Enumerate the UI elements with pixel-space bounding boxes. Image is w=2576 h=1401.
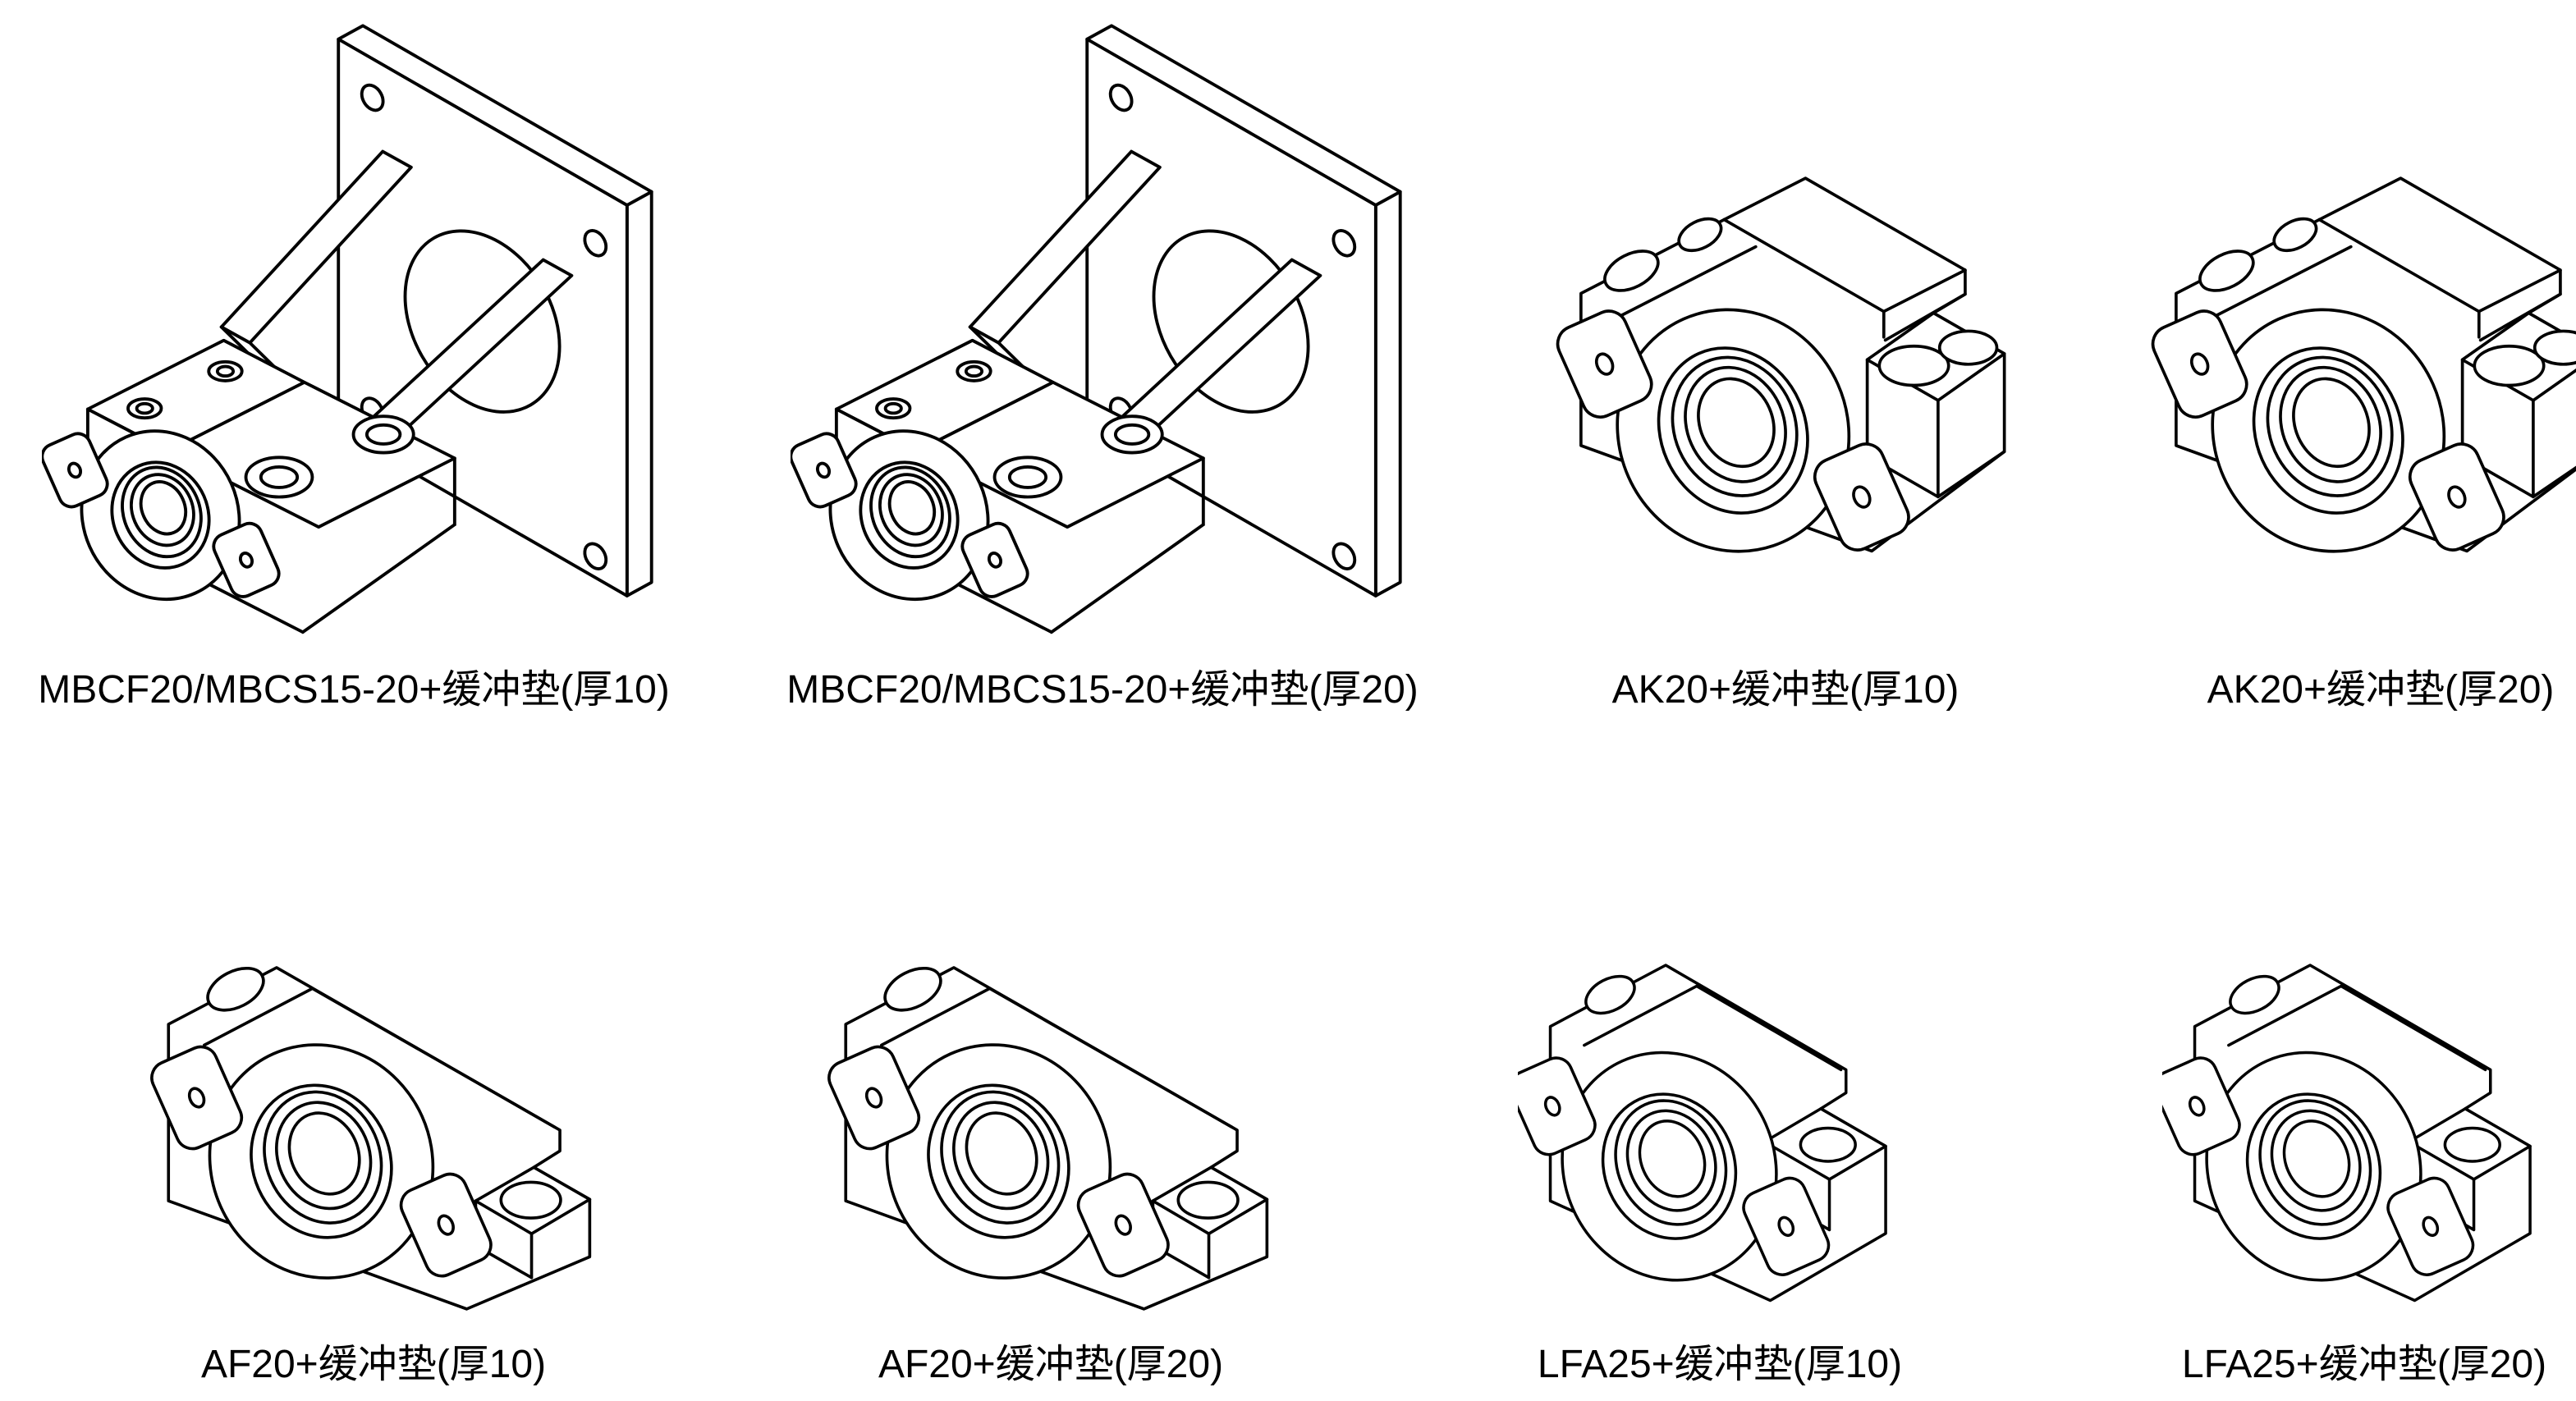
figure-mbcf-pad10: MBCF20/MBCS15-20+缓冲垫(厚10) [7, 5, 701, 716]
mbcf-pad10-drawing [42, 9, 667, 662]
figure-caption: LFA25+缓冲垫(厚20) [2181, 1343, 2547, 1386]
figure-caption: MBCF20/MBCS15-20+缓冲垫(厚20) [786, 668, 1419, 712]
mbcf-pad20-drawing [791, 9, 1415, 662]
drawing-area [7, 5, 701, 665]
drawing-area [1474, 5, 2097, 665]
lfa-pad20-drawing [2162, 869, 2566, 1316]
figure-af-pad10: AF20+缓冲垫(厚10) [53, 749, 694, 1390]
figure-caption: LFA25+缓冲垫(厚10) [1537, 1343, 1903, 1386]
drawing-area [755, 5, 1450, 665]
figure-caption: MBCF20/MBCS15-20+缓冲垫(厚10) [38, 668, 670, 712]
af-pad20-drawing [823, 869, 1278, 1316]
drawing-area [2081, 749, 2576, 1339]
drawing-area [731, 749, 1371, 1339]
ak-pad20-drawing [2147, 105, 2576, 565]
figure-caption: AF20+缓冲垫(厚20) [878, 1343, 1224, 1386]
figure-lfa-pad20: LFA25+缓冲垫(厚20) [2081, 749, 2576, 1390]
ak-pad10-drawing [1552, 105, 2019, 565]
lfa-pad10-drawing [1518, 869, 1922, 1316]
figure-ak-pad10: AK20+缓冲垫(厚10) [1474, 5, 2097, 716]
figure-lfa-pad10: LFA25+缓冲垫(厚10) [1437, 749, 2003, 1390]
drawing-area [1437, 749, 2003, 1339]
drawing-area [2069, 5, 2576, 665]
af-pad10-drawing [146, 869, 601, 1316]
figure-mbcf-pad20: MBCF20/MBCS15-20+缓冲垫(厚20) [755, 5, 1450, 716]
figure-caption: AK20+缓冲垫(厚20) [2207, 668, 2555, 712]
figure-af-pad20: AF20+缓冲垫(厚20) [731, 749, 1371, 1390]
figure-ak-pad20: AK20+缓冲垫(厚20) [2069, 5, 2576, 716]
figure-caption: AF20+缓冲垫(厚10) [200, 1343, 547, 1386]
figure-caption: AK20+缓冲垫(厚10) [1611, 668, 1960, 712]
drawing-area [53, 749, 694, 1339]
